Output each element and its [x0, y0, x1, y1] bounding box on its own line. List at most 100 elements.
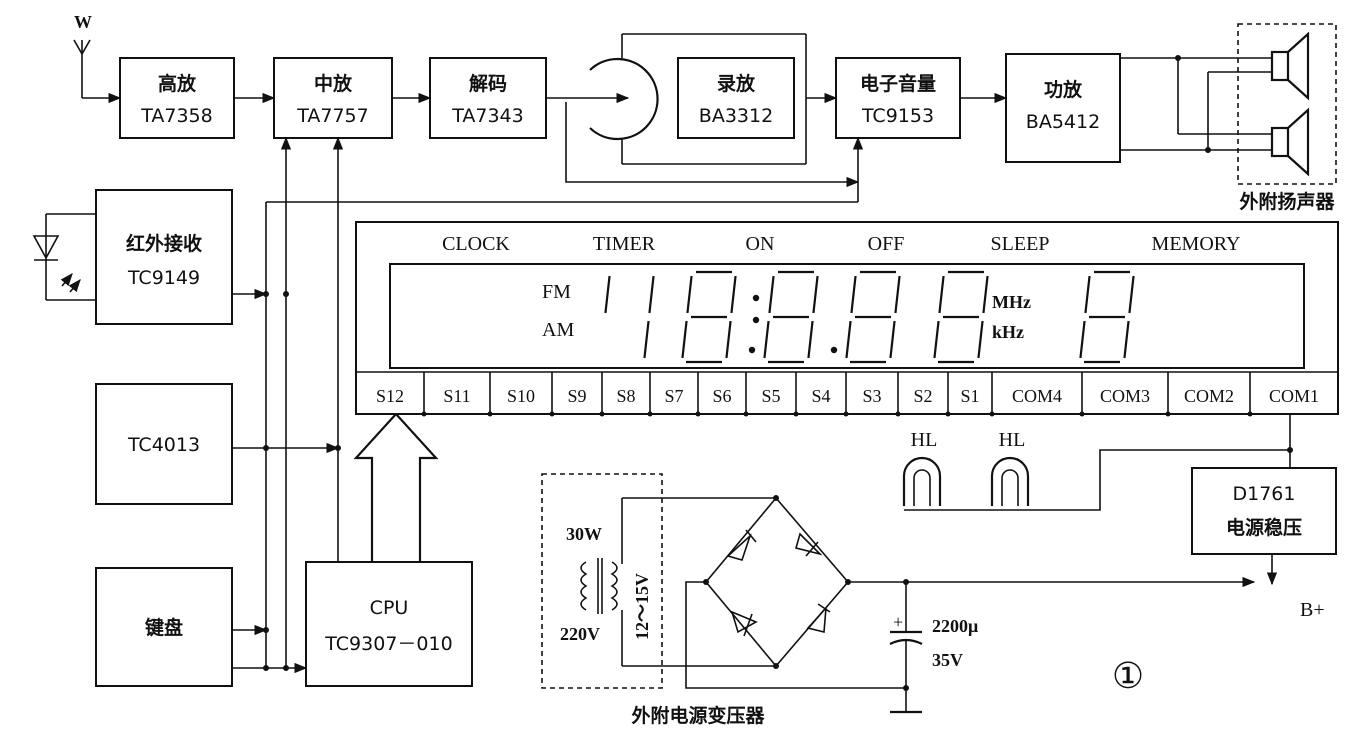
control-wiring	[232, 136, 859, 674]
decoder-part: TA7343	[451, 105, 523, 127]
antenna-label: W	[74, 12, 92, 32]
ir-receiver-title: 红外接收	[126, 232, 202, 255]
pin-label: S8	[616, 386, 635, 406]
volume-part: TC9153	[861, 105, 934, 127]
cpu-display-bus-arrow	[353, 412, 439, 562]
transformer-primary: 220V	[560, 624, 600, 644]
digit-segment	[850, 275, 857, 314]
pin-dot	[945, 411, 951, 417]
display-label-off: OFF	[868, 233, 905, 255]
photodiode-icon	[32, 213, 96, 301]
pin-label: S7	[664, 386, 683, 406]
pin-dot	[487, 411, 493, 417]
pin-label: S3	[862, 386, 881, 406]
transformer-enclosure	[541, 473, 663, 689]
pin-label: S2	[913, 386, 932, 406]
cpu-title: CPU	[370, 597, 409, 619]
if-amp-part: TA7757	[296, 105, 368, 127]
speaker-wiring	[1120, 55, 1272, 153]
digit-segment	[768, 275, 775, 314]
pin-label: COM2	[1184, 386, 1234, 406]
rf-amp-block: 高放 TA7358	[119, 57, 235, 139]
power-amp-part: BA5412	[1026, 111, 1100, 133]
speaker-enclosure	[1237, 23, 1337, 185]
svg-text:+: +	[893, 612, 903, 632]
ir-receiver-block: 红外接收 TC9149	[95, 189, 233, 325]
digit-segment	[763, 320, 770, 359]
volume-block: 电子音量 TC9153	[835, 57, 961, 139]
pin-label: COM1	[1269, 386, 1319, 406]
keyboard-block: 键盘	[95, 567, 233, 687]
capacitor-value: 2200μ	[932, 616, 978, 636]
pin-label: S12	[376, 386, 404, 406]
bridge-rectifier-icon	[703, 495, 851, 669]
digit-segment	[982, 275, 989, 314]
pin-label: S4	[811, 386, 830, 406]
regulator-part: D1761	[1233, 483, 1296, 505]
digit-segment	[1123, 320, 1130, 359]
capacitor-icon: +	[889, 582, 923, 714]
tape-switch-icon	[546, 33, 838, 165]
antenna-icon	[73, 39, 122, 104]
flipflop-block: TC4013	[95, 383, 233, 505]
lamp-label: HL	[911, 429, 938, 451]
digit-segment	[1084, 275, 1091, 314]
digit-segment	[894, 275, 901, 314]
lamp-icon	[990, 456, 1030, 511]
supply-label: B+	[1300, 599, 1325, 621]
digit-segment	[938, 275, 945, 314]
decoder-block: 解码 TA7343	[429, 57, 547, 139]
band-label-fm: FM	[542, 281, 571, 303]
capacitor-voltage: 35V	[932, 650, 963, 670]
rf-amp-title: 高放	[158, 72, 197, 95]
pin-label: S6	[712, 386, 731, 406]
transformer-label: 外附电源变压器	[631, 704, 765, 727]
regulator-title: 电源稳压	[1226, 516, 1302, 539]
decoder-title: 解码	[469, 72, 507, 95]
pin-label: S1	[960, 386, 979, 406]
digit-segment	[686, 275, 693, 314]
display-label-memory: MEMORY	[1152, 233, 1241, 255]
digit-segment	[889, 320, 896, 359]
pin-dot	[549, 411, 555, 417]
pin-dot	[843, 411, 849, 417]
transformer-icon	[580, 497, 776, 667]
pin-dot	[743, 411, 749, 417]
if-amp-title: 中放	[314, 72, 353, 95]
digit-segment	[648, 275, 655, 314]
seven-segment-digits	[604, 270, 1135, 364]
display-label-timer: TIMER	[593, 233, 656, 255]
pin-dot	[647, 411, 653, 417]
display-label-sleep: SLEEP	[991, 233, 1050, 255]
pin-dot	[895, 411, 901, 417]
power-amp-title: 功放	[1044, 78, 1083, 101]
tape-part: BA3312	[699, 105, 773, 127]
lamp-wiring	[940, 414, 1293, 511]
pin-dot	[1247, 411, 1253, 417]
digit-segment	[977, 320, 984, 359]
speaker-label: 外附扬声器	[1239, 190, 1335, 213]
if-amp-block: 中放 TA7757	[273, 57, 393, 139]
transformer-power: 30W	[566, 524, 602, 544]
decoder-volume-wire	[565, 102, 860, 188]
digit-segment	[681, 320, 688, 359]
speaker-icon	[1270, 107, 1310, 177]
digit-segment	[933, 320, 940, 359]
digit-segment	[604, 275, 611, 314]
pin-dot	[793, 411, 799, 417]
display-top-labels: CLOCK TIMER ON OFF SLEEP MEMORY	[442, 233, 1240, 255]
pin-label: S5	[761, 386, 780, 406]
digit-segment	[643, 320, 650, 359]
pin-dot	[1165, 411, 1171, 417]
pin-label: S9	[567, 386, 586, 406]
digit-segment	[1128, 275, 1135, 314]
lamp-icon	[902, 456, 942, 511]
display-pin-row: S12 S11 S10 S9 S8 S7 S6 S5 S4 S3 S2 S1 C…	[376, 372, 1319, 417]
display-label-on: ON	[746, 233, 775, 255]
keyboard-title: 键盘	[144, 616, 183, 639]
pin-dot	[421, 411, 427, 417]
digit-segment	[725, 320, 732, 359]
digit-segment	[845, 320, 852, 359]
pin-dot	[695, 411, 701, 417]
tape-title: 录放	[717, 72, 756, 95]
